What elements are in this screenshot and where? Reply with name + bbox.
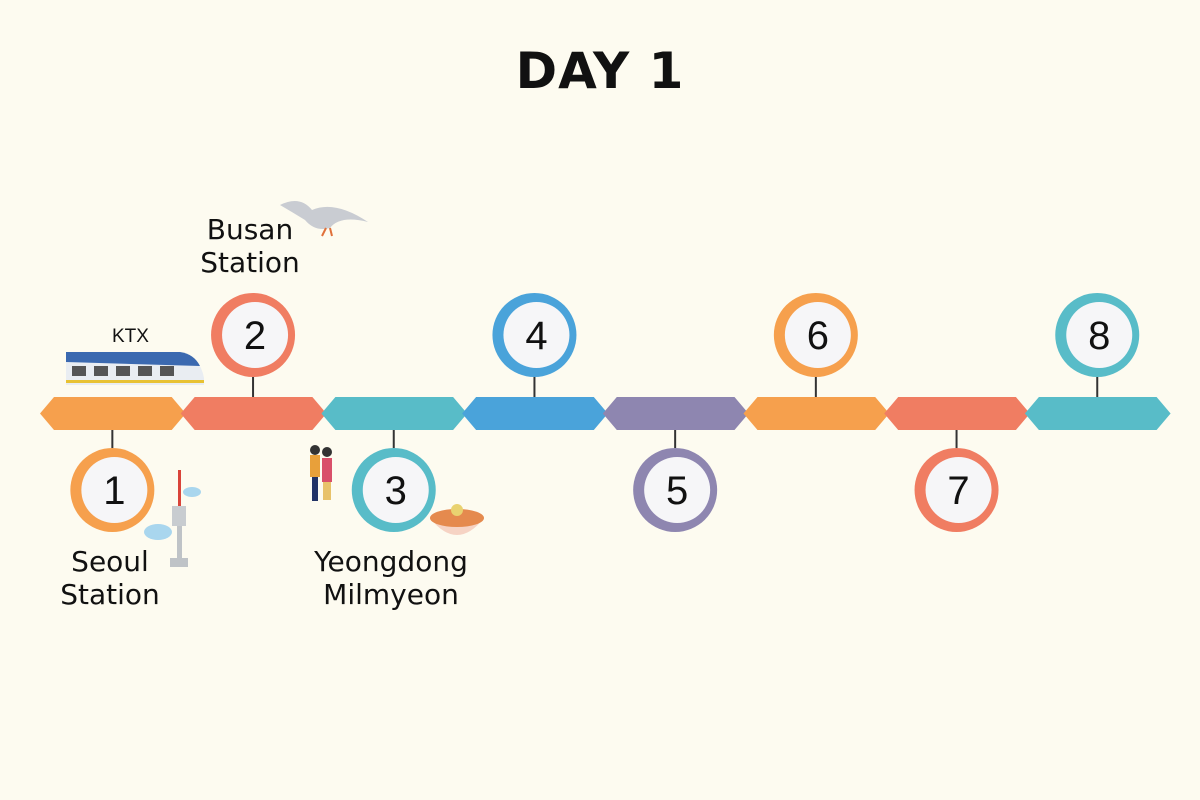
seagull-icon [280, 201, 368, 237]
stop-number: 2 [244, 314, 266, 358]
page-title: DAY 1 [515, 42, 685, 100]
noodle-bowl-icon [430, 504, 484, 535]
stop-label-line: Busan [206, 213, 294, 246]
timeline-segment-7 [884, 397, 1030, 430]
timeline-segment-3 [321, 397, 468, 430]
stop-node-2: 2 [211, 293, 296, 377]
train-label: KTX [112, 326, 149, 347]
stop-label-line: Seoul [71, 545, 149, 578]
stop-number: 3 [385, 469, 407, 513]
stop-node-5: 5 [633, 448, 718, 532]
stop-label-line: Station [60, 578, 160, 611]
stop-node-6: 6 [773, 293, 858, 377]
timeline-segment-6 [743, 397, 890, 430]
stop-label-line: Station [200, 246, 300, 279]
stop-node-1: 1 [70, 448, 155, 532]
stop-node-7: 7 [914, 448, 999, 532]
timeline-segment-1 [40, 397, 186, 430]
stop-node-8: 8 [1055, 293, 1140, 377]
travelers-icon [310, 445, 332, 501]
stop-node-3: 3 [351, 448, 436, 532]
timeline-segment-2 [180, 397, 327, 430]
stop-label-line: Yeongdong [314, 545, 468, 578]
seoul-tower-icon [144, 470, 201, 567]
stop-node-4: 4 [492, 293, 577, 377]
stop-label-line: Milmyeon [323, 578, 459, 611]
stop-number: 1 [103, 469, 125, 513]
train-icon [66, 352, 204, 385]
timeline-segment-5 [602, 397, 749, 430]
stop-number: 8 [1088, 314, 1110, 358]
timeline-segment-8 [1024, 397, 1171, 430]
stop-number: 4 [525, 314, 547, 358]
stop-number: 5 [666, 469, 688, 513]
timeline-segment-4 [462, 397, 608, 430]
stop-number: 6 [807, 314, 829, 358]
stop-number: 7 [947, 469, 969, 513]
